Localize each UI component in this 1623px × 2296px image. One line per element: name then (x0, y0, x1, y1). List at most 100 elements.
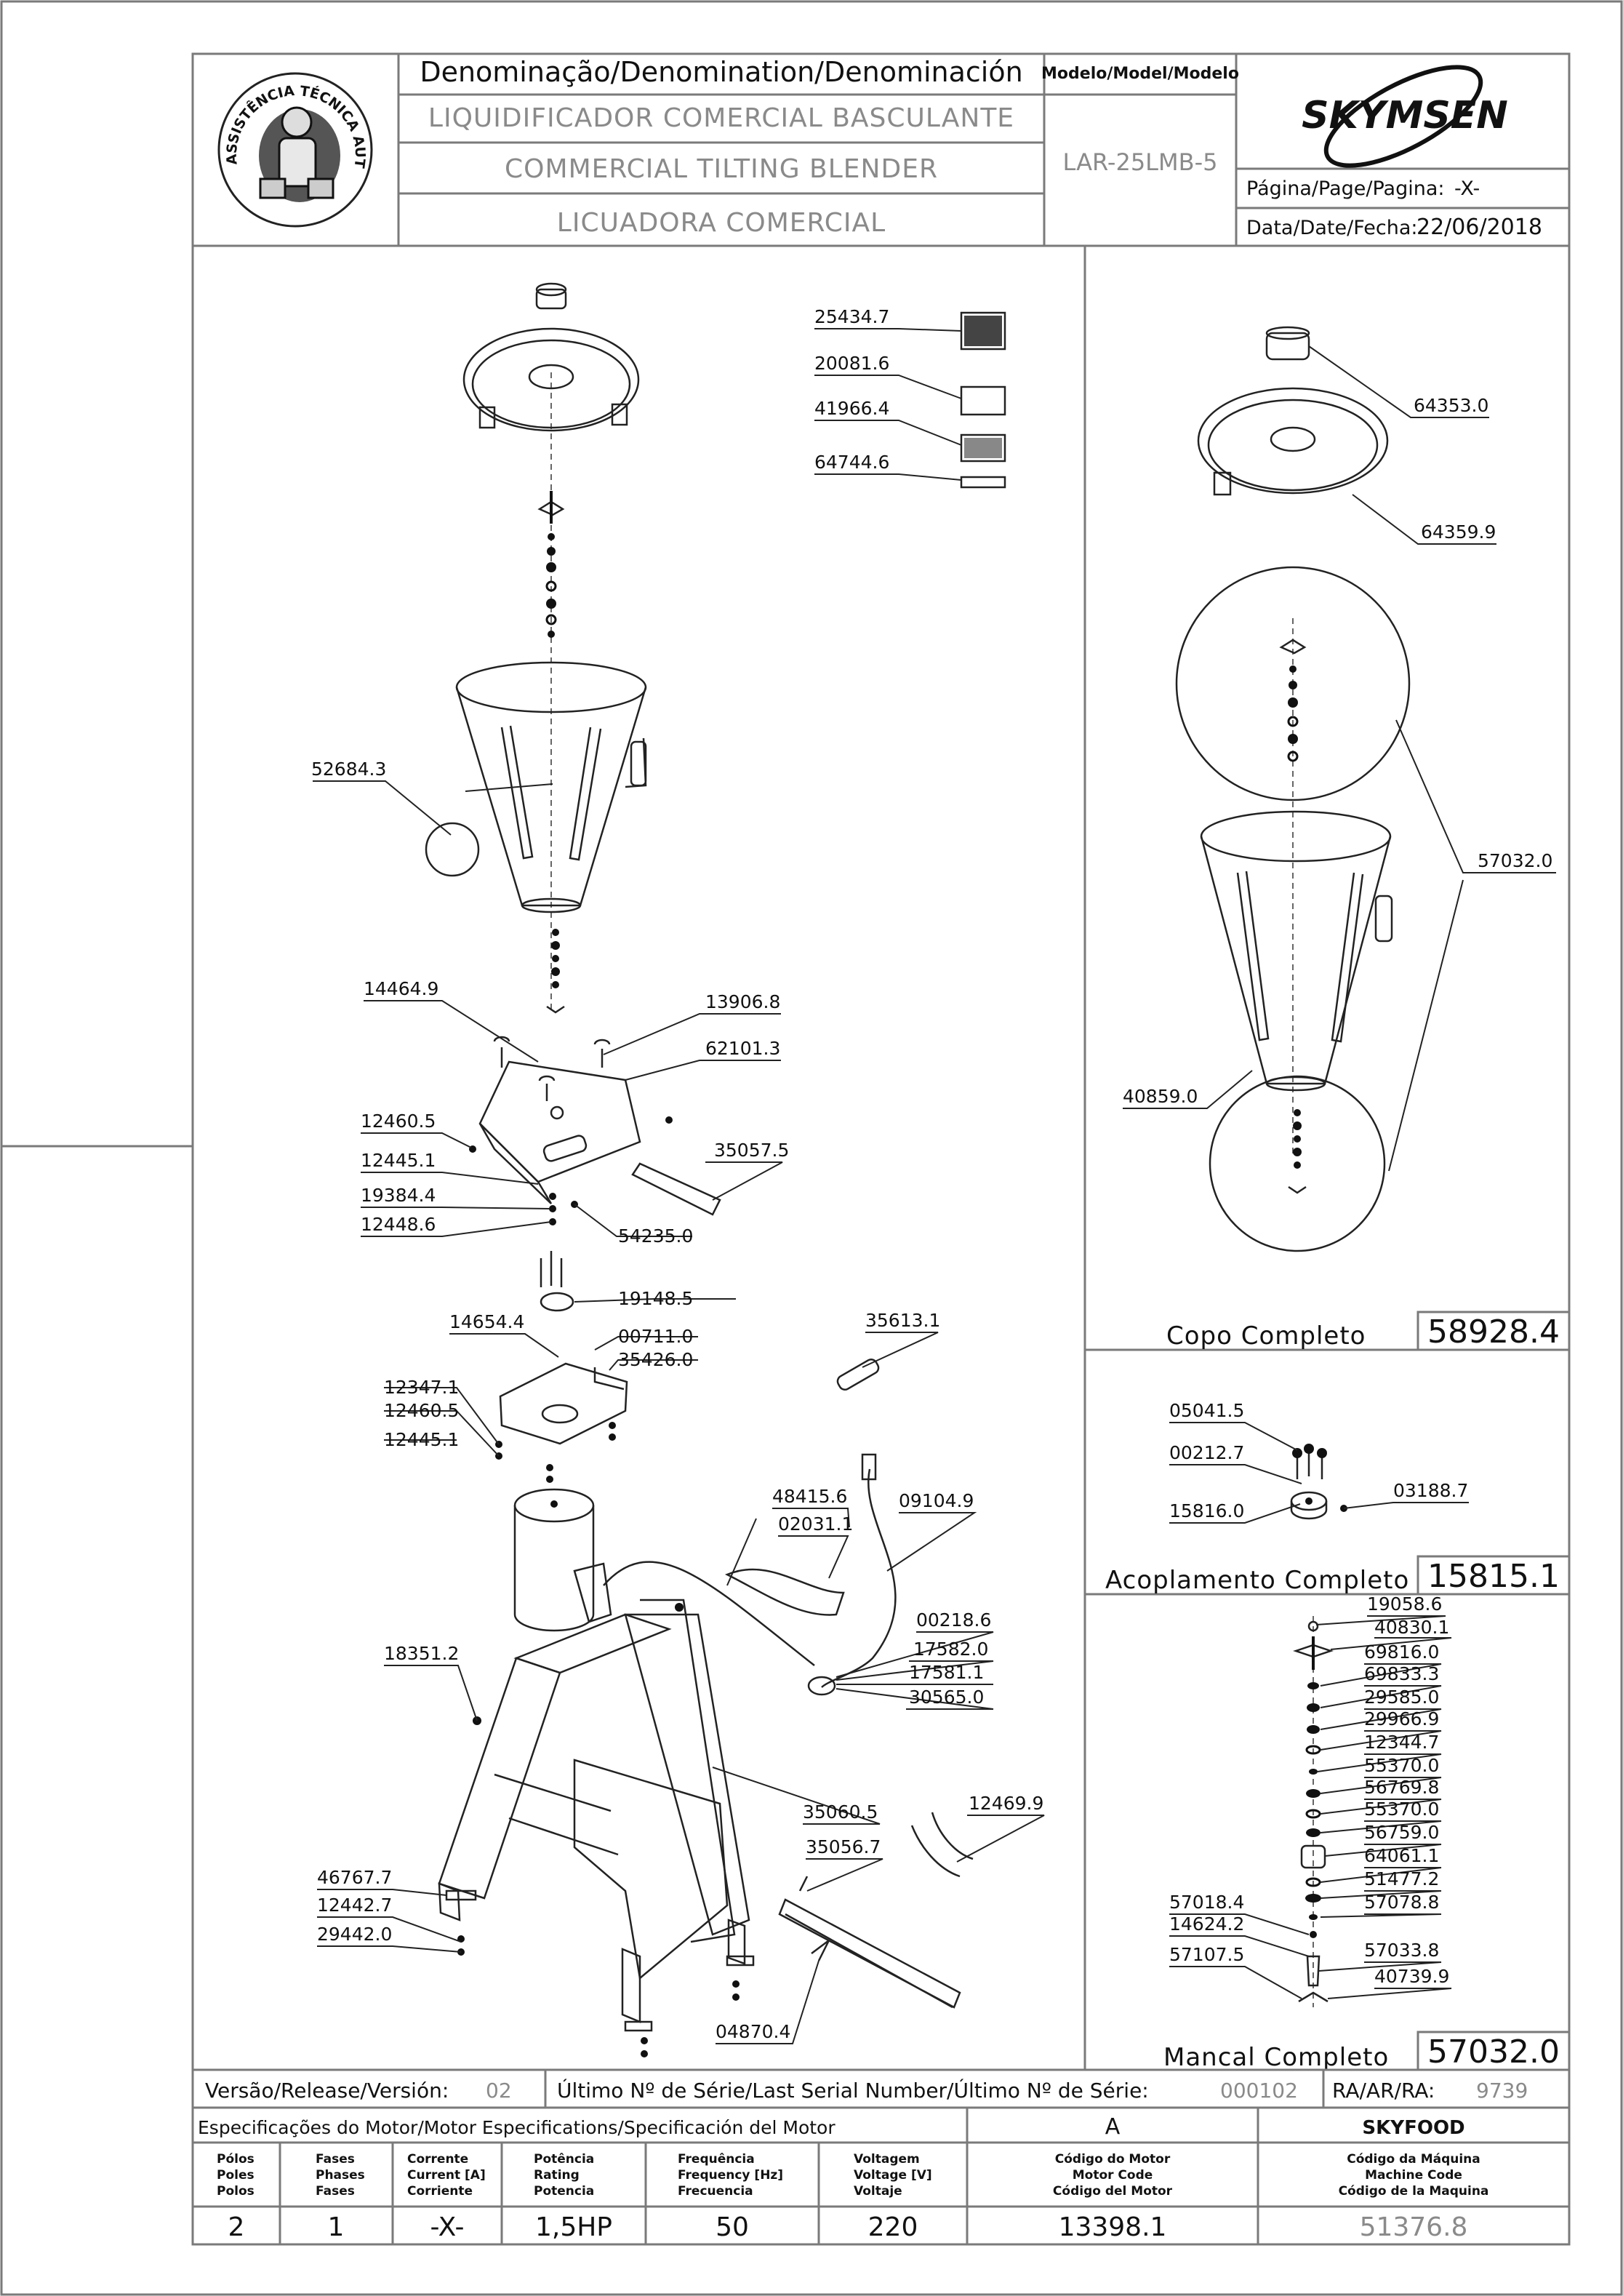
svg-text:Voltaje: Voltaje (854, 2184, 902, 2199)
mancal-labels: 19058.6 40830.1 69816.0 69833.3 29585.0 … (1163, 1593, 1571, 2072)
blade-assembly-drawing (537, 491, 565, 638)
frequency-header: Frequência Frequency [Hz] Frecuencia (678, 2152, 783, 2199)
part-label: 00711.0 (618, 1326, 693, 1347)
part-label: 41966.4 (814, 398, 889, 419)
part-label: 20081.6 (814, 353, 889, 374)
part-label: 35060.5 (803, 1801, 878, 1823)
copo-title: Copo Completo (1166, 1321, 1366, 1351)
svg-text:Voltagem: Voltagem (854, 2152, 920, 2167)
part-label: 12460.5 (361, 1111, 436, 1132)
page-value: -X- (1454, 177, 1480, 200)
part-label: 48415.6 (772, 1486, 847, 1507)
motor-col-brand: SKYFOOD (1362, 2117, 1464, 2139)
rating-value: 1,5HP (535, 2212, 612, 2242)
part-label: 04870.4 (716, 2021, 790, 2042)
main-leader-lines (313, 328, 1045, 2044)
main-exploded-view (425, 282, 1006, 2057)
part-label: 03188.7 (1393, 1480, 1468, 1501)
version-value: 02 (486, 2079, 512, 2103)
part-label: 35613.1 (865, 1310, 940, 1331)
authorized-service-seal: ASSISTÊNCIA TÉCNICA AUTORIZADA (0, 0, 373, 228)
motor-spec-title: Especificações do Motor/Motor Especifica… (198, 2117, 835, 2138)
svg-text:Corriente: Corriente (407, 2184, 473, 2199)
acoplamento-labels: 05041.5 00212.7 03188.7 15816.0 Acoplame… (1105, 1400, 1571, 1596)
part-label: 14654.4 (449, 1311, 524, 1332)
part-label: 29585.0 (1364, 1687, 1439, 1708)
svg-text:Potência: Potência (534, 2152, 594, 2167)
motor-code-header: Código do Motor Motor Code Código del Mo… (1053, 2152, 1173, 2199)
lid-drawing (462, 282, 640, 432)
motor-col-a: A (1105, 2114, 1121, 2140)
bracket-drawing (495, 1193, 628, 1483)
mancal-panel (1293, 1616, 1334, 2007)
part-label: 12448.6 (361, 1214, 436, 1235)
part-label: 12347.1 (384, 1377, 459, 1398)
part-label: 19058.6 (1367, 1593, 1442, 1615)
drawing-border (191, 52, 1571, 2246)
name-spanish: LICUADORA COMERCIAL (557, 208, 886, 238)
denomination-title: Denominação/Denomination/Denominación (420, 56, 1022, 88)
cable-drawing (724, 1359, 897, 1696)
svg-text:Phases: Phases (316, 2168, 365, 2183)
copo-code-box (1416, 1311, 1571, 1351)
date-label: Data/Date/Fecha: (1246, 217, 1417, 239)
part-label: 17582.0 (913, 1639, 988, 1660)
svg-text:Fases: Fases (316, 2152, 355, 2167)
mancal-leader-lines (1169, 1615, 1452, 1999)
part-label: 13906.8 (705, 991, 780, 1012)
mancal-code: 57032.0 (1427, 2033, 1560, 2071)
svg-text:Potencia: Potencia (534, 2184, 594, 2199)
coupling-stack-drawing (546, 929, 565, 1014)
acoplamento-code-box (1416, 1555, 1571, 1596)
part-label: 57107.5 (1169, 1944, 1244, 1965)
part-label: 12442.7 (317, 1895, 392, 1916)
rating-header: Potência Rating Potencia (534, 2152, 594, 2199)
svg-text:Frequência: Frequência (678, 2152, 755, 2167)
svg-text:Código del Motor: Código del Motor (1053, 2184, 1173, 2199)
part-label: 05041.5 (1169, 1400, 1244, 1421)
part-label: 12445.1 (384, 1429, 459, 1450)
decals-drawing (960, 311, 1006, 489)
date-value: 22/06/2018 (1416, 215, 1542, 240)
svg-text:Machine Code: Machine Code (1365, 2168, 1462, 2183)
part-label: 12460.5 (384, 1400, 459, 1421)
poles-header: Pólos Poles Polos (217, 2152, 255, 2199)
page-label: Página/Page/Pagina: (1246, 177, 1444, 200)
part-label: 69816.0 (1364, 1641, 1439, 1663)
part-label: 09104.9 (899, 1490, 974, 1511)
mancal-title: Mancal Completo (1163, 2043, 1389, 2072)
stand-drawing (438, 1599, 755, 2057)
part-label: 56759.0 (1364, 1822, 1439, 1843)
name-portuguese: LIQUIDIFICADOR COMERCIAL BASCULANTE (428, 103, 1014, 133)
part-label: 17581.1 (909, 1662, 984, 1683)
part-label: 55370.0 (1364, 1755, 1439, 1776)
part-label: 18351.2 (384, 1643, 459, 1664)
part-label: 57018.4 (1169, 1892, 1244, 1913)
part-label: 55370.0 (1364, 1799, 1439, 1820)
part-label: 02031.1 (778, 1513, 853, 1535)
svg-text:Polos: Polos (217, 2184, 255, 2199)
brand-name: SKYMSEN (1302, 94, 1508, 137)
current-value: -X- (430, 2212, 464, 2242)
svg-text:Motor Code: Motor Code (1073, 2168, 1153, 2183)
ra-label: RA/AR/RA: (1332, 2079, 1435, 2103)
acoplamento-panel (1290, 1444, 1347, 1520)
svg-text:Current [A]: Current [A] (407, 2168, 486, 2183)
part-label: 54235.0 (618, 1225, 693, 1247)
part-label: 35057.5 (714, 1140, 789, 1161)
serial-value: 000102 (1220, 2079, 1298, 2103)
part-label: 64744.6 (814, 452, 889, 473)
acoplamento-code: 15815.1 (1427, 1558, 1560, 1595)
current-header: Corrente Current [A] Corriente (407, 2152, 486, 2199)
part-label: 57033.8 (1364, 1940, 1439, 1961)
part-label: 56769.8 (1364, 1777, 1439, 1798)
part-label: 46767.7 (317, 1867, 392, 1888)
part-label: 64359.9 (1421, 521, 1496, 543)
acoplamento-leader-lines (1169, 1422, 1469, 1524)
part-label: 52684.3 (311, 759, 386, 780)
voltage-header: Voltagem Voltage [V] Voltaje (854, 2152, 932, 2199)
name-english: COMMERCIAL TILTING BLENDER (505, 154, 938, 184)
version-label: Versão/Release/Versión: (205, 2079, 449, 2103)
